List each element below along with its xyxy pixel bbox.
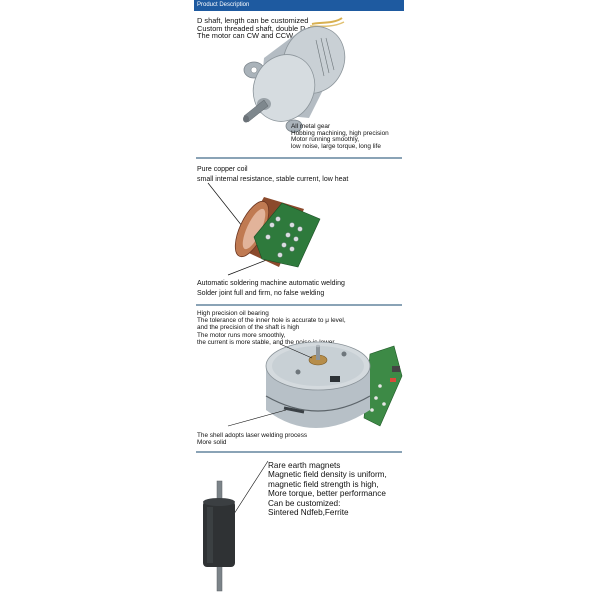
text-line: The motor runs more smoothly,	[197, 331, 286, 339]
text-line: Magnetic field density is uniform,	[268, 470, 387, 480]
text-line: Custom threaded shaft, double D shaft	[197, 23, 324, 33]
text-line: magnetic field strength is high,	[268, 479, 379, 489]
section-header-bar: Product Description	[194, 0, 404, 11]
text-line: Pure copper coil	[197, 166, 248, 173]
gear-features-text: All metal gear Hobbing machining, high p…	[291, 123, 389, 150]
magnet-features-text: Rare earth magnets Magnetic field densit…	[268, 461, 387, 517]
text-line: High precision oil bearing	[197, 310, 269, 317]
section-coil: Pure copper coil small internal resistan…	[194, 159, 406, 305]
text-line: small internal resistance, stable curren…	[197, 176, 349, 183]
text-line: Motor running smoothly,	[291, 136, 360, 144]
gear-motor-image	[243, 17, 346, 133]
text-line: More solid	[197, 439, 227, 447]
text-line: Sintered Ndfeb,Ferrite	[268, 508, 349, 518]
section-divider	[196, 451, 402, 453]
bearing-features-text: High precision oil bearing The tolerance…	[197, 310, 346, 346]
shaft-features-text: D shaft, length can be customized Custom…	[197, 17, 324, 40]
coil-features-text: Pure copper coil small internal resistan…	[197, 165, 348, 185]
text-line: The tolerance of the inner hole is accur…	[197, 317, 346, 325]
text-line: the current is more stable, and the nois…	[197, 338, 335, 346]
text-line: More torque, better performance	[268, 489, 386, 499]
text-line: low noise, large torque, long life	[291, 142, 381, 150]
section-divider	[196, 157, 402, 159]
text-line: and the precision of the shaft is high	[197, 324, 300, 332]
copper-coil-pcb-image	[207, 182, 321, 276]
text-line: Solder joint full and firm, no false wel…	[197, 290, 325, 297]
magnet-rotor-image	[203, 460, 269, 592]
section-shaft: D shaft, length can be customized Custom…	[194, 0, 406, 158]
text-line: The motor can CW and CCW	[197, 31, 294, 41]
text-line: Can be customized:	[268, 498, 341, 508]
product-description-page: Product Description D shaft, length can …	[194, 0, 406, 600]
text-line: Automatic soldering machine automatic we…	[197, 280, 345, 287]
section-divider	[196, 304, 402, 306]
shell-features-text: The shell adopts laser welding process M…	[197, 432, 307, 446]
text-line: All metal gear	[291, 123, 331, 130]
text-line: D shaft, length can be customized	[197, 16, 309, 25]
soldering-features-text: Automatic soldering machine automatic we…	[197, 279, 345, 299]
text-line: Hobbing machining, high precision	[291, 129, 389, 137]
section-header-title: Product Description	[197, 2, 250, 8]
section-bearing: High precision oil bearing The tolerance…	[194, 306, 406, 452]
text-line: Rare earth magnets	[268, 461, 341, 470]
section-magnet: Rare earth magnets Magnetic field densit…	[194, 453, 406, 600]
text-line: The shell adopts laser welding process	[197, 432, 308, 439]
oil-bearing-motor-image	[227, 341, 403, 428]
